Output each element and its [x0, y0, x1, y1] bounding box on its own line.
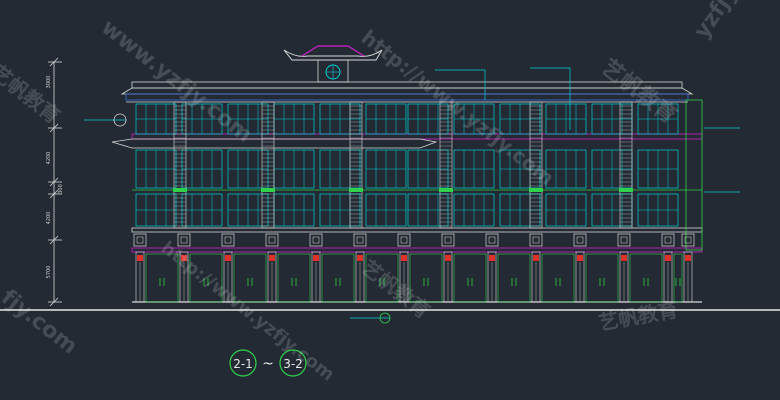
pier-capital [681, 233, 695, 247]
axis-separator: ~ [262, 356, 274, 372]
ground-pier-set [133, 233, 695, 303]
storefront-glass [277, 253, 311, 303]
column-band [349, 188, 363, 192]
pier-red-block [533, 255, 539, 261]
pier-capital-inner [620, 236, 628, 244]
column [349, 101, 363, 229]
axis-circle-end [279, 349, 307, 377]
pier-red-block [621, 255, 627, 261]
axis-label-group: 2-1 ~ 3-2 [229, 349, 307, 377]
axis-end-label: 3-2 [283, 357, 303, 371]
axis-start-label: 2-1 [233, 357, 253, 371]
pier-capital [133, 233, 147, 247]
pier-capital [617, 233, 631, 247]
column [619, 101, 633, 229]
column [529, 101, 543, 229]
pier-capital [397, 233, 411, 247]
storefront-glass [233, 253, 267, 303]
pier-capital [441, 233, 455, 247]
pier-red-block [445, 255, 451, 261]
column-band [173, 188, 187, 192]
dim-label-3: 300 [58, 184, 64, 194]
pier-red-block [685, 255, 691, 261]
pier-capital [529, 233, 543, 247]
storefront-glass [365, 253, 399, 303]
pier-capital [485, 233, 499, 247]
pier-red-block [665, 255, 671, 261]
storefront-glass [497, 253, 531, 303]
pier-red-block [401, 255, 407, 261]
column-band [529, 188, 543, 192]
pier-capital [309, 233, 323, 247]
column-band [261, 188, 275, 192]
roof-pavilion [283, 45, 383, 83]
dim-label-5: 5700 [46, 266, 52, 279]
pier-capital-inner [684, 236, 692, 244]
pier-capital-inner [180, 236, 188, 244]
pier-capital [353, 233, 367, 247]
storefront-glass [409, 253, 443, 303]
pier-capital-inner [224, 236, 232, 244]
dim-label-4: 4200 [46, 212, 52, 225]
vertical-dimension [48, 57, 62, 307]
storefront-glass [145, 253, 179, 303]
pier-capital [265, 233, 279, 247]
column-band [439, 188, 453, 192]
storefront-glass [629, 253, 663, 303]
pier-capital-inner [268, 236, 276, 244]
storefront-glass [673, 253, 683, 303]
pier-red-block [577, 255, 583, 261]
pier-capital [177, 233, 191, 247]
column [439, 101, 453, 229]
pier-red-block [313, 255, 319, 261]
storefront-glass [585, 253, 619, 303]
pier-capital [573, 233, 587, 247]
leader-lines [84, 67, 740, 319]
pier-capital-inner [444, 236, 452, 244]
storefront-glass [541, 253, 575, 303]
detail-marker-bottom [379, 312, 391, 324]
main-roof [120, 81, 694, 103]
storefront-glass [189, 253, 223, 303]
pier-red-block [181, 255, 187, 261]
axis-circle-start [229, 349, 257, 377]
pier-red-block [137, 255, 143, 261]
pier-capital [221, 233, 235, 247]
pier-red-block [357, 255, 363, 261]
pier-capital-inner [532, 236, 540, 244]
pier-capital-inner [312, 236, 320, 244]
storefront-glass [453, 253, 487, 303]
column [261, 101, 275, 229]
column [173, 101, 187, 229]
right-tower [685, 99, 703, 251]
dim-label-1: 3000 [46, 76, 52, 89]
storefront-glass [321, 253, 355, 303]
dim-label-2: 4200 [46, 152, 52, 165]
pier-capital-inner [488, 236, 496, 244]
pier-red-block [489, 255, 495, 261]
detail-marker-left [113, 113, 127, 127]
pier-red-block [269, 255, 275, 261]
pier-red-block [225, 255, 231, 261]
pier-capital-inner [576, 236, 584, 244]
column-set [173, 101, 633, 229]
pier-capital [661, 233, 675, 247]
building [111, 45, 703, 303]
pier-capital-inner [664, 236, 672, 244]
column-band [619, 188, 633, 192]
pier-capital-inner [136, 236, 144, 244]
pier-capital-inner [400, 236, 408, 244]
pier-capital-inner [356, 236, 364, 244]
